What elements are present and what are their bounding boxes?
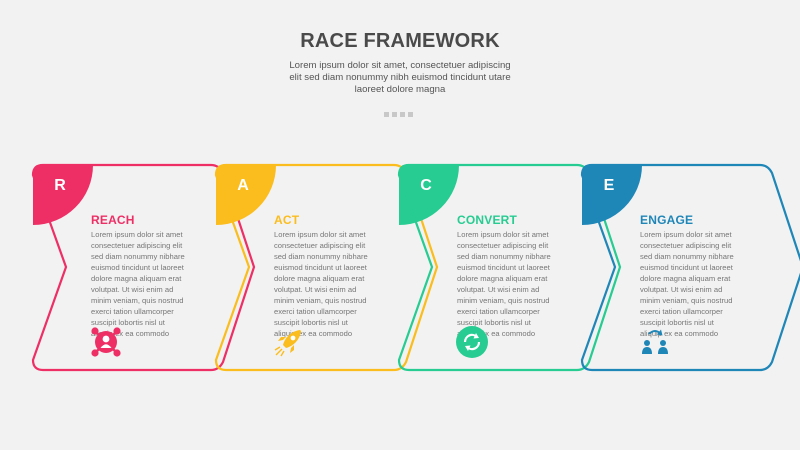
step-body-line: sed diam nonummy nibhare — [457, 252, 551, 261]
step-body-line: suscipit lobortis nisl ut — [91, 318, 165, 327]
dot — [392, 112, 397, 117]
step-body-line: euismod tincidunt ut laoreet — [91, 263, 184, 272]
page-title: RACE FRAMEWORK — [300, 30, 500, 52]
step-card-engage — [580, 163, 800, 372]
step-body-line: sed diam nonummy nibhare — [274, 252, 368, 261]
step-body-line: dolore magna aliquam erat — [274, 274, 365, 283]
step-corner-tab — [582, 165, 642, 225]
step-heading: ENGAGE — [640, 213, 694, 227]
refresh-cycle-icon — [455, 325, 489, 364]
step-body: Lorem ipsum dolor sit amet consectetuer a… — [91, 229, 203, 339]
step-body-line: volutpat. Ut wisi enim ad — [91, 285, 174, 294]
step-body-line: euismod tincidunt ut laoreet — [274, 263, 367, 272]
step-letter: A — [237, 177, 249, 194]
step-body-line: minim veniam, quis nostrud — [91, 296, 184, 305]
step-corner-tab — [33, 165, 93, 225]
step-body-line: dolore magna aliquam erat — [640, 274, 731, 283]
step-body-line: suscipit lobortis nisl ut — [457, 318, 531, 327]
step-body-line: Lorem ipsum dolor sit amet — [640, 230, 732, 239]
step-body-line: aliquip ex ea commodo — [640, 329, 719, 338]
step-heading: REACH — [91, 213, 135, 227]
step-body-line: exerci tation ullamcorper — [640, 307, 723, 316]
step-body-line: consectetuer adipiscing elit — [457, 241, 549, 250]
step-body: Lorem ipsum dolor sit amet consectetuer a… — [640, 229, 752, 339]
step-body-line: consectetuer adipiscing elit — [91, 241, 183, 250]
step-letter: C — [420, 177, 432, 194]
subtitle-line: Lorem ipsum dolor sit amet, consectetuer… — [289, 60, 511, 71]
dot — [408, 112, 413, 117]
step-body-line: exerci tation ullamcorper — [91, 307, 174, 316]
step-body-line: suscipit lobortis nisl ut — [640, 318, 714, 327]
subtitle-line: laoreet dolore magna — [354, 84, 446, 95]
step-body-line: euismod tincidunt ut laoreet — [640, 263, 733, 272]
step-heading: ACT — [274, 213, 300, 227]
step-letter: E — [603, 177, 615, 194]
step-letter: R — [54, 177, 66, 194]
step-body: Lorem ipsum dolor sit amet consectetuer a… — [457, 229, 569, 339]
people-exchange-icon — [638, 325, 672, 364]
step-body-line: Lorem ipsum dolor sit amet — [457, 230, 549, 239]
step-body-line: minim veniam, quis nostrud — [457, 296, 550, 305]
step-body-line: aliquip ex ea commodo — [274, 329, 353, 338]
dot — [384, 112, 389, 117]
step-body: Lorem ipsum dolor sit amet consectetuer a… — [274, 229, 386, 339]
rocket-icon — [272, 325, 306, 364]
step-body-line: suscipit lobortis nisl ut — [274, 318, 348, 327]
step-body-line: consectetuer adipiscing elit — [640, 241, 732, 250]
step-body-line: minim veniam, quis nostrud — [274, 296, 367, 305]
step-corner-tab — [399, 165, 459, 225]
step-chevron-outline — [580, 163, 800, 372]
step-body-line: Lorem ipsum dolor sit amet — [91, 230, 183, 239]
step-body-line: sed diam nonummy nibhare — [91, 252, 185, 261]
dot — [400, 112, 405, 117]
step-body-line: exerci tation ullamcorper — [457, 307, 540, 316]
step-body-line: volutpat. Ut wisi enim ad — [274, 285, 357, 294]
step-body-line: aliquip ex ea commodo — [91, 329, 170, 338]
step-body-line: minim veniam, quis nostrud — [640, 296, 733, 305]
step-body-line: exerci tation ullamcorper — [274, 307, 357, 316]
step-body-line: aliquip ex ea commodo — [457, 329, 536, 338]
step-corner-tab — [216, 165, 276, 225]
step-body-line: dolore magna aliquam erat — [91, 274, 182, 283]
step-body-line: volutpat. Ut wisi enim ad — [640, 285, 723, 294]
step-body-line: sed diam nonummy nibhare — [640, 252, 734, 261]
step-body-line: volutpat. Ut wisi enim ad — [457, 285, 540, 294]
step-body-line: Lorem ipsum dolor sit amet — [274, 230, 366, 239]
page-subtitle: Lorem ipsum dolor sit amet, consectetuer… — [270, 60, 530, 96]
subtitle-line: elit sed diam nonummy nibh euismod tinci… — [289, 72, 511, 83]
decorative-dots — [384, 104, 424, 117]
step-body-line: consectetuer adipiscing elit — [274, 241, 366, 250]
step-body-line: euismod tincidunt ut laoreet — [457, 263, 550, 272]
step-body-line: dolore magna aliquam erat — [457, 274, 548, 283]
step-heading: CONVERT — [457, 213, 518, 227]
user-network-icon — [89, 325, 123, 364]
